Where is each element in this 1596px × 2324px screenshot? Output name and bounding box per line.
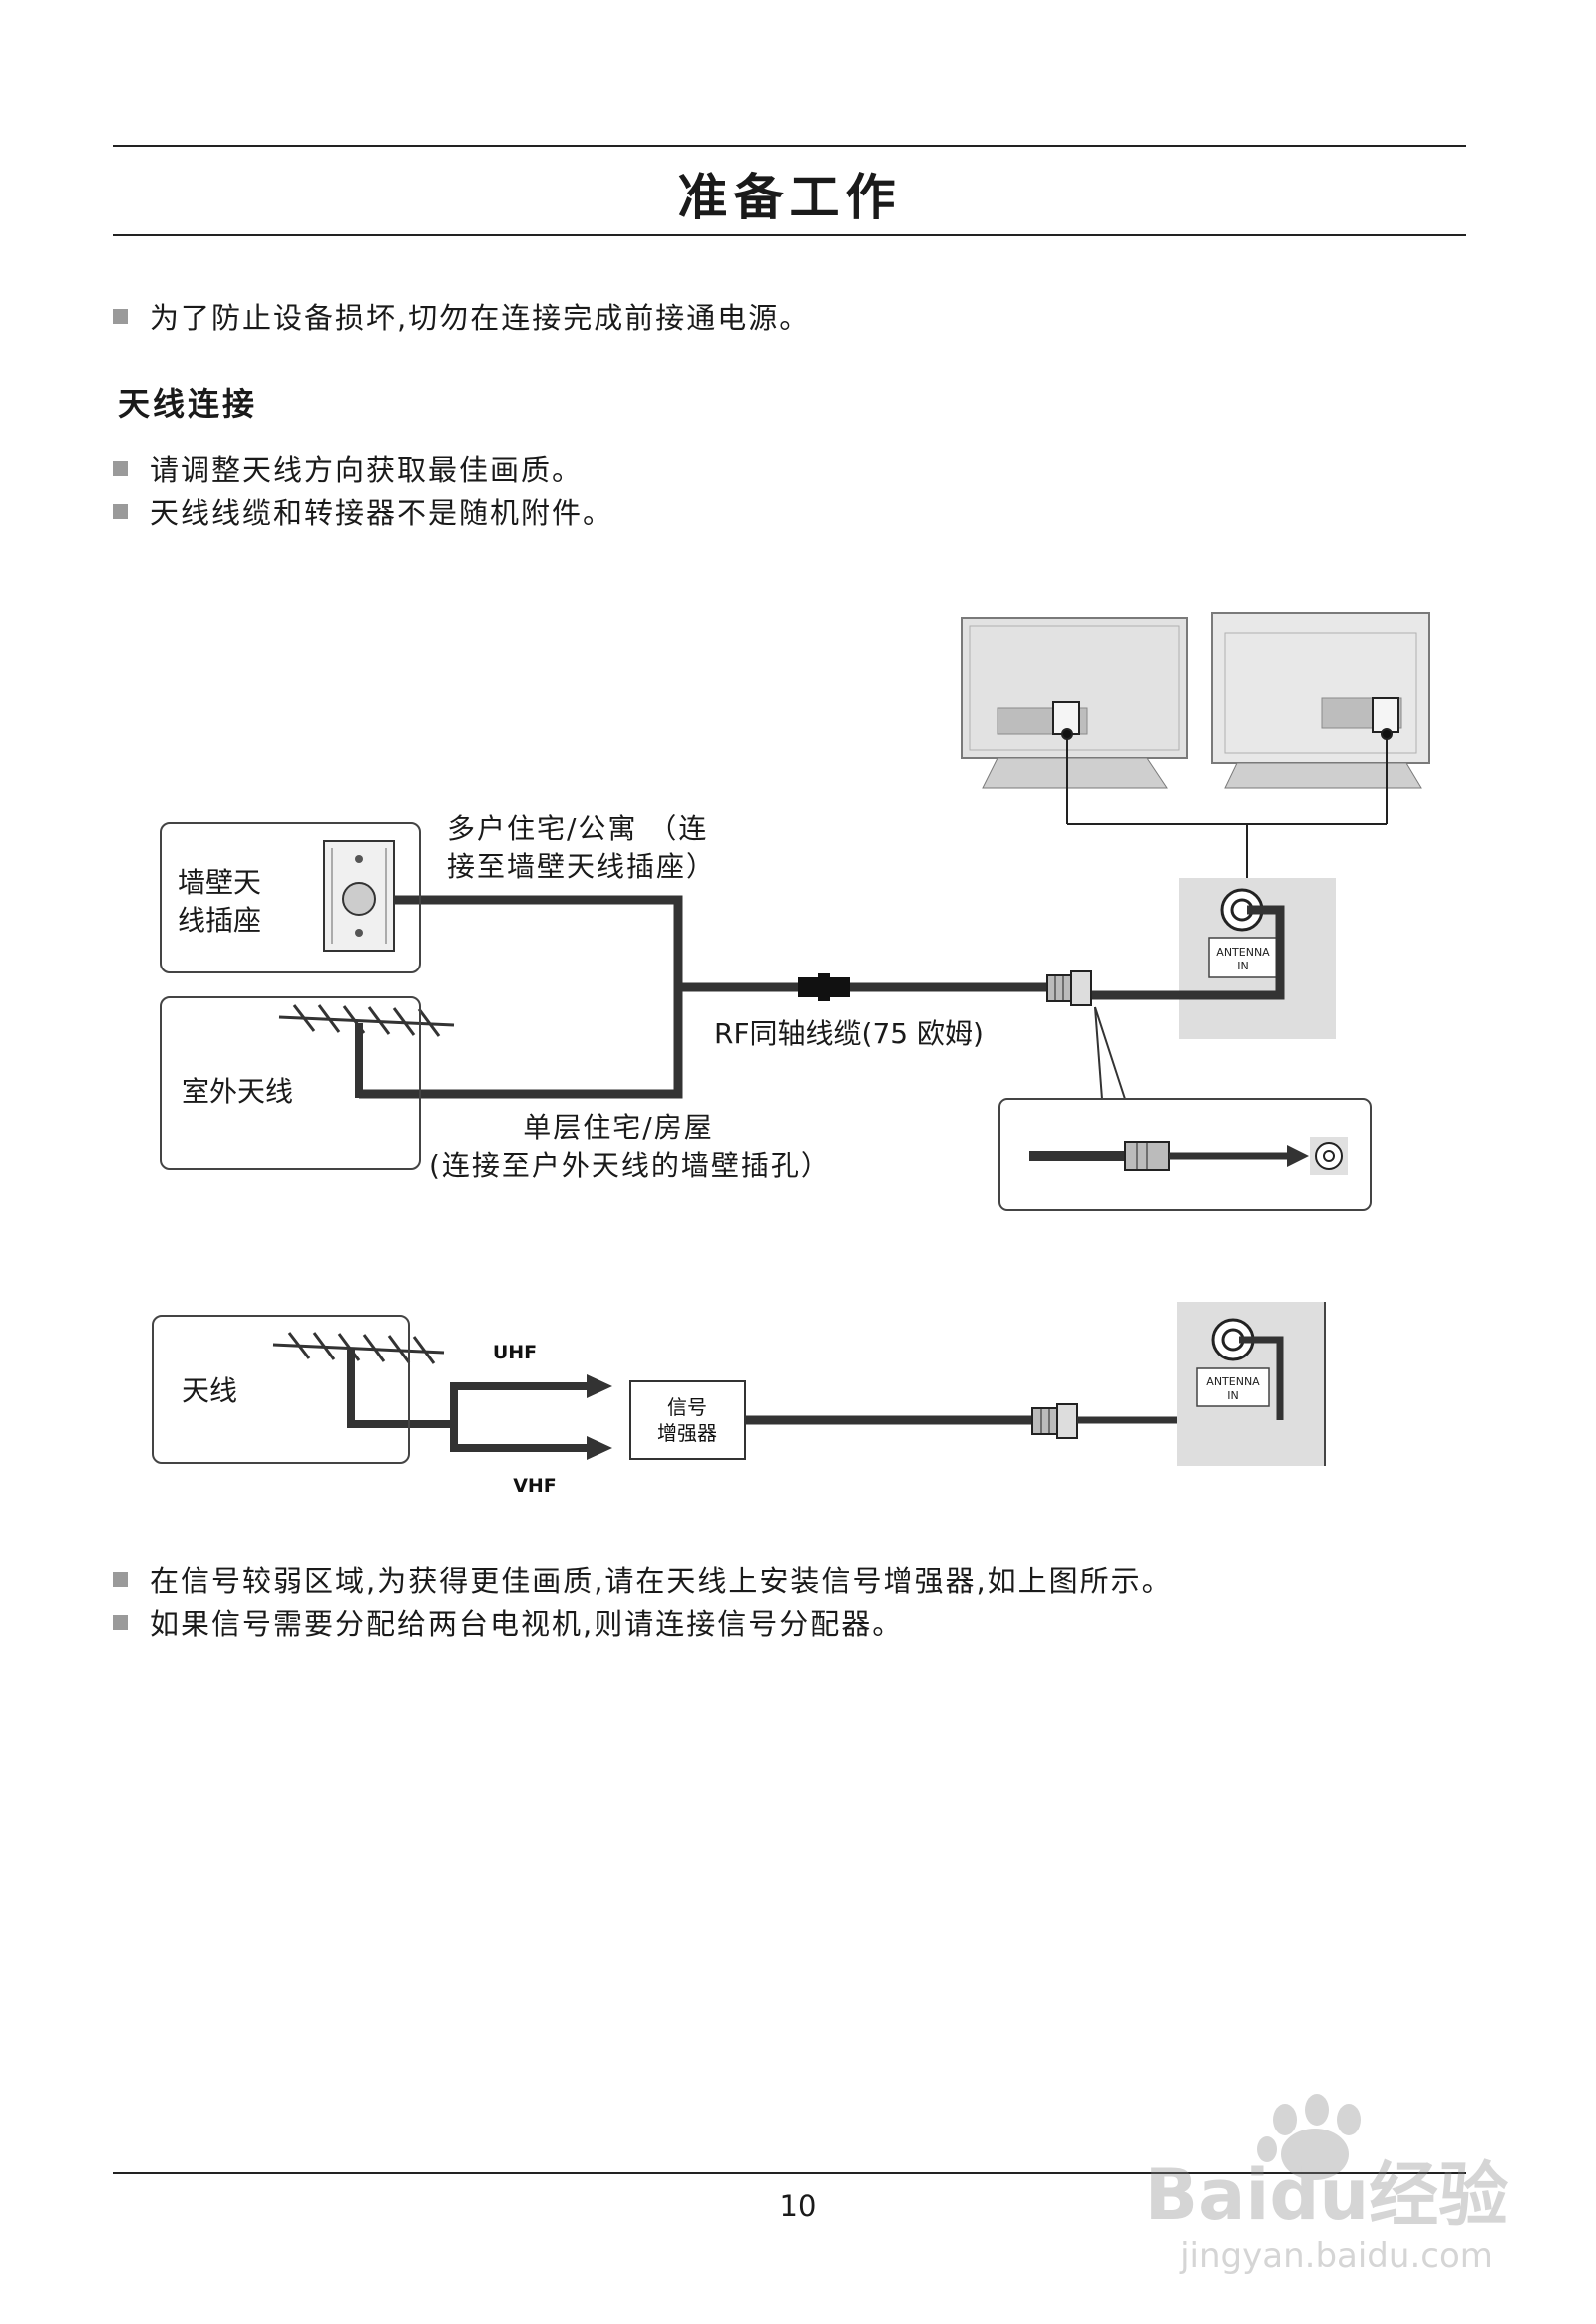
section-bullet-text: 天线线缆和转接器不是随机附件。 <box>150 496 614 530</box>
wall-outlet-label-line1: 墙壁天 <box>178 866 262 899</box>
antenna-label: 天线 <box>182 1374 238 1407</box>
tv-back-left <box>961 617 1188 789</box>
apartment-label-line1: 多户住宅/公寓 （连 <box>447 812 709 845</box>
uhf-label: UHF <box>493 1342 537 1363</box>
house-label: 单层住宅/房屋 (连接至户外天线的墙壁插孔） <box>429 1109 831 1185</box>
baidu-watermark: Baidu经验 jingyan.baidu.com <box>1145 2094 1509 2276</box>
intro-bullet: 为了防止设备损坏,切勿在连接完成前接通电源。 <box>113 295 810 337</box>
bullet-square-icon <box>113 1614 128 1630</box>
page-title: 准备工作 <box>677 169 902 226</box>
house-label-line1: 单层住宅/房屋 <box>523 1111 714 1144</box>
rf-coax-cable <box>359 895 1052 1099</box>
signal-amplifier-box <box>629 1380 746 1460</box>
amplifier-label-line2: 增强器 <box>657 1421 717 1445</box>
outdoor-antenna-box <box>160 996 421 1170</box>
f-connector <box>1031 1403 1078 1439</box>
footer-bullet-text: 如果信号需要分配给两台电视机,则请连接信号分配器。 <box>150 1607 904 1641</box>
vhf-label: VHF <box>513 1475 557 1497</box>
antenna-icon <box>272 1332 454 1428</box>
antenna-box <box>152 1315 410 1464</box>
antenna-in-jack-panel <box>1177 1302 1326 1466</box>
f-connector <box>1046 970 1092 1006</box>
apartment-label-line2: 接至墙壁天线插座） <box>447 850 717 883</box>
bullet-square-icon <box>113 503 128 519</box>
connector-detail-inset <box>998 1098 1372 1211</box>
uhf-vhf-branches <box>450 1382 589 1452</box>
amplifier-label-line1: 信号 <box>667 1395 707 1419</box>
jack-label-line2: IN <box>1237 960 1248 972</box>
section-bullet-text: 请调整天线方向获取最佳画质。 <box>150 453 584 487</box>
bullet-square-icon <box>113 308 128 324</box>
jack-label-line1: ANTENNA <box>1206 1375 1260 1388</box>
vhf-arrow-icon <box>587 1436 612 1460</box>
page-number: 10 <box>779 2189 817 2223</box>
antenna-in-jack-panel <box>1087 878 1336 1039</box>
footer-bullet: 在信号较弱区域,为获得更佳画质,请在天线上安装信号增强器,如上图所示。 <box>113 1558 1173 1600</box>
intro-bullet-text: 为了防止设备损坏,切勿在连接完成前接通电源。 <box>150 301 811 335</box>
tv-lead-lines <box>1061 728 1393 878</box>
callout-lines <box>1094 1006 1126 1100</box>
top-rule <box>113 145 1466 147</box>
wall-outlet-box <box>160 822 421 973</box>
wall-outlet-label: 墙壁天 线插座 <box>178 864 261 940</box>
outdoor-antenna-label: 室外天线 <box>182 1075 294 1108</box>
paw-logo-icon <box>1257 2094 1361 2180</box>
apartment-label: 多户住宅/公寓 （连 接至墙壁天线插座） <box>447 810 716 886</box>
outdoor-antenna-icon <box>278 1004 455 1098</box>
bullet-square-icon <box>113 460 128 476</box>
title-underline <box>113 234 1466 236</box>
section-bullet: 天线线缆和转接器不是随机附件。 <box>113 490 613 532</box>
jack-label-line2: IN <box>1227 1389 1238 1402</box>
footer-bullet: 如果信号需要分配给两台电视机,则请连接信号分配器。 <box>113 1601 903 1643</box>
cable-coupler <box>798 973 850 1001</box>
section-bullet: 请调整天线方向获取最佳画质。 <box>113 447 583 489</box>
bullet-square-icon <box>113 1571 128 1587</box>
house-label-line2: (连接至户外天线的墙壁插孔） <box>429 1149 831 1182</box>
bottom-rule <box>113 2172 1466 2174</box>
wall-antenna-outlet <box>323 840 395 952</box>
footer-bullet-text: 在信号较弱区域,为获得更佳画质,请在天线上安装信号增强器,如上图所示。 <box>150 1564 1173 1598</box>
watermark-brand: Baidu经验 <box>1145 2154 1509 2236</box>
section-heading: 天线连接 <box>118 385 258 423</box>
wall-outlet-label-line2: 线插座 <box>178 904 262 937</box>
jack-label-line1: ANTENNA <box>1216 946 1270 959</box>
watermark-url: jingyan.baidu.com <box>1179 2236 1493 2276</box>
cable-label: RF同轴线缆(75 欧姆) <box>714 1017 984 1050</box>
uhf-arrow-icon <box>587 1374 612 1398</box>
tv-back-right <box>1211 612 1430 789</box>
